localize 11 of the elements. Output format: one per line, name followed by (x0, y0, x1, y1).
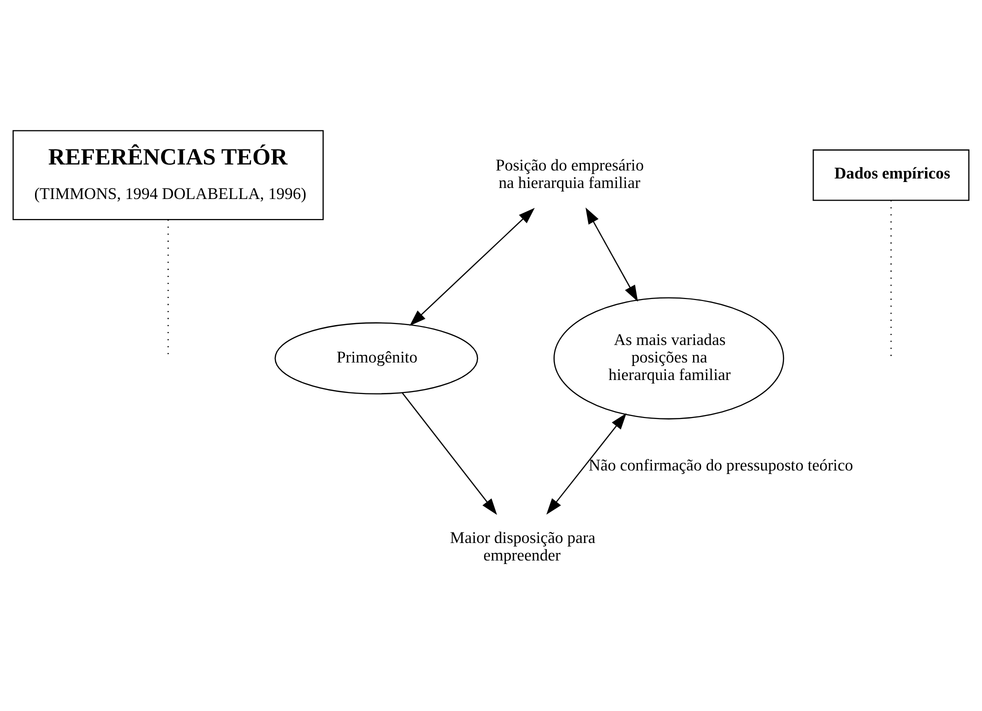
arrow (586, 207, 638, 302)
node-ellipse: As mais variadas posições na hierarquia familiar (554, 296, 784, 419)
node-text: Maior disposição para empreender (450, 527, 596, 564)
node-box: Dados empíricos (812, 148, 970, 200)
node-text: Posição do empresário na hierarquia familiar (496, 155, 644, 192)
arrow (402, 392, 498, 514)
node-box: REFERÊNCIAS TEÓR (TIMMONS, 1994 DOLABELLA, 1996) (12, 130, 324, 220)
node-ellipse: Primogênito (274, 322, 478, 394)
edge-label: Não confirmação do pressuposto teórico (588, 454, 854, 474)
arrow (410, 207, 535, 326)
arrow (546, 412, 626, 514)
